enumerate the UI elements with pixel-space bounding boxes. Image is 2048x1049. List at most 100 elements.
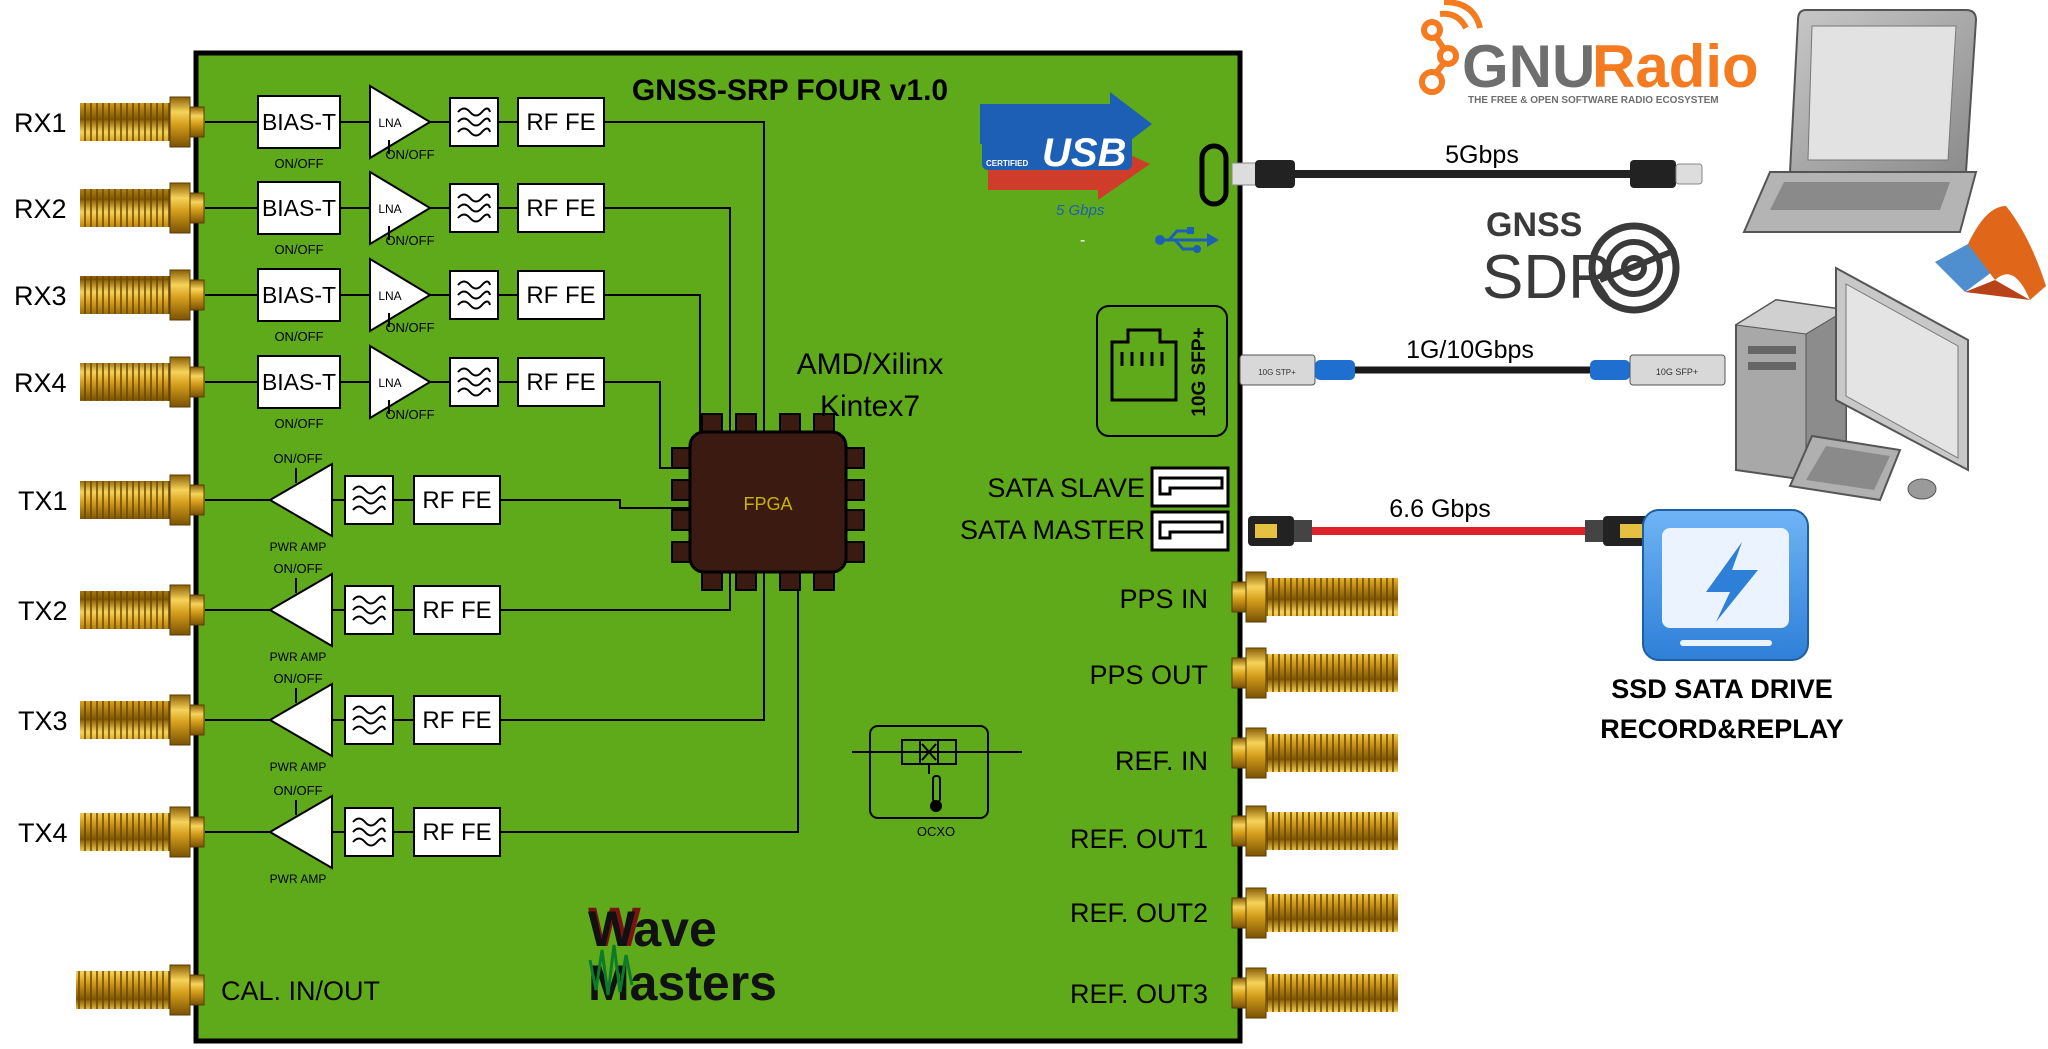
rf-fe-label: RF FE [422, 707, 491, 734]
rf-fe-label: RF FE [526, 195, 595, 222]
filter-wave [457, 213, 491, 223]
rf-fe-box[interactable] [413, 695, 501, 745]
filter-block [344, 807, 394, 857]
brand-wave-icon [588, 944, 634, 996]
right-port-label: REF. OUT2 [1070, 898, 1208, 928]
pwr-amp-switch: ON/OFF [273, 783, 322, 798]
bias-t-label: BIAS-T [262, 195, 336, 221]
sma-thread [1266, 578, 1398, 616]
rf-fe-box[interactable] [517, 97, 605, 147]
fpga-trace [604, 294, 701, 440]
lna-switch: ON/OFF [385, 147, 434, 162]
filter-block [449, 357, 499, 407]
sma-body [1231, 977, 1247, 1009]
tx-port-label: TX3 [18, 706, 68, 736]
filter-wave [457, 377, 491, 387]
rf-fe-box[interactable] [413, 807, 501, 857]
rf-fe-label: RF FE [422, 597, 491, 624]
filter-wave [457, 300, 491, 310]
cal-label: CAL. IN/OUT [221, 976, 380, 1006]
usb-c-port[interactable] [1199, 143, 1229, 207]
lna-amp[interactable] [369, 257, 432, 333]
board-title: GNSS-SRP FOUR v1.0 [632, 74, 948, 107]
filter-block [344, 695, 394, 745]
sata-slave-label: SATA SLAVE [987, 473, 1145, 503]
desktop-pc-icon [1734, 266, 1969, 502]
ssd-line2: RECORD&REPLAY [1600, 714, 1844, 744]
tx-port-label: TX4 [18, 818, 68, 848]
filter-wave [457, 290, 491, 300]
right-port-6[interactable]: REF. OUT3 [1070, 967, 1398, 1019]
bias-t-box[interactable] [257, 95, 341, 149]
sma-body [1231, 581, 1247, 613]
usb-superspeed-logo: SUPERSPEED CERTIFIED USB 5 Gbps - [980, 92, 1152, 249]
usb-certified-text: CERTIFIED [986, 159, 1028, 168]
lna-label: LNA [378, 202, 401, 216]
lna-switch: ON/OFF [385, 407, 434, 422]
filter-wave [457, 387, 491, 397]
pwr-amp-switch: ON/OFF [273, 671, 322, 686]
sma-nut [1245, 571, 1267, 623]
usb-dash: - [1080, 232, 1085, 249]
sata-master-label: SATA MASTER [960, 515, 1145, 545]
right-port-label: PPS OUT [1089, 660, 1208, 690]
sma-body [1231, 815, 1247, 847]
fpga-trace [500, 572, 765, 721]
sata-cable: 6.6 Gbps [1248, 495, 1649, 546]
lna-amp[interactable] [369, 344, 432, 420]
rx-port-label: RX3 [14, 281, 67, 311]
sma-nut [169, 356, 191, 408]
bias-t-box[interactable] [257, 355, 341, 409]
sma-body [189, 192, 205, 224]
sma-nut [169, 182, 191, 234]
sfp-cable-tag-left: 10G STP+ [1258, 368, 1296, 377]
pwr-amp-label: PWR AMP [270, 760, 327, 774]
right-port-3[interactable]: REF. IN [1115, 727, 1398, 779]
sma-nut [169, 474, 191, 526]
cal-port[interactable] [76, 964, 205, 1016]
wavemasters-logo: W Wave Masters [588, 895, 777, 1011]
sma-body [189, 484, 205, 516]
right-port-2[interactable]: PPS OUT [1089, 647, 1398, 699]
right-port-label: REF. OUT1 [1070, 824, 1208, 854]
bias-t-box[interactable] [257, 268, 341, 322]
rf-fe-box[interactable] [517, 183, 605, 233]
sma-body [189, 106, 205, 138]
right-port-4[interactable]: REF. OUT1 [1070, 805, 1398, 857]
lna-amp[interactable] [369, 170, 432, 246]
rf-fe-label: RF FE [526, 282, 595, 309]
sata-slave-port[interactable] [1150, 466, 1230, 508]
filter-wave [352, 705, 386, 715]
right-port-1[interactable]: PPS IN [1119, 571, 1398, 623]
filter-wave [352, 715, 386, 725]
fpga-chip[interactable]: FPGA [671, 413, 865, 591]
lna-amp[interactable] [369, 84, 432, 160]
filter-wave [352, 495, 386, 505]
gnuradio-radio: Radio [1592, 33, 1759, 100]
sma-body [189, 594, 205, 626]
sata-link-speed: 6.6 Gbps [1389, 495, 1490, 523]
filter-wave [352, 817, 386, 827]
sma-nut [169, 694, 191, 746]
usb-trident-icon [1155, 227, 1219, 253]
rf-fe-label: RF FE [422, 487, 491, 514]
sata-master-port[interactable] [1150, 510, 1230, 552]
rf-fe-box[interactable] [413, 585, 501, 635]
filter-wave [352, 595, 386, 605]
gnuradio-icon [1419, 0, 1483, 95]
sma-nut [1245, 805, 1267, 857]
sma-thread [1266, 812, 1398, 850]
bias-t-box[interactable] [257, 181, 341, 235]
right-port-5[interactable]: REF. OUT2 [1070, 887, 1398, 939]
filter-wave [352, 837, 386, 847]
sfp-port[interactable]: 10G SFP+ [1096, 305, 1228, 437]
filter-block [449, 270, 499, 320]
sma-thread [1266, 654, 1398, 692]
filter-wave [457, 193, 491, 203]
gnuradio-tagline: THE FREE & OPEN SOFTWARE RADIO ECOSYSTEM [1468, 95, 1719, 106]
sma-nut [1245, 887, 1267, 939]
usb-rate-text: 5 Gbps [1056, 202, 1105, 219]
lna-label: LNA [378, 289, 401, 303]
